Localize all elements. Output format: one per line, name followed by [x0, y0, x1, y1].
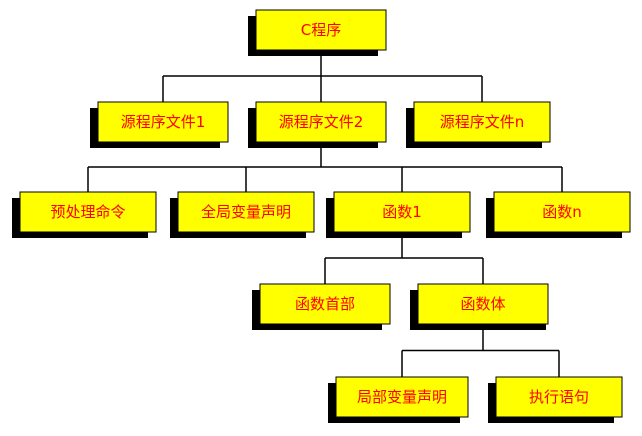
node-source-file-1: 源程序文件1	[90, 101, 229, 148]
node-preprocess: 预处理命令	[12, 191, 157, 238]
node-function-body-label: 函数体	[460, 295, 505, 313]
node-function-1: 函数1	[326, 191, 471, 238]
node-source-file-2-label: 源程序文件2	[279, 113, 364, 131]
node-function-header-label: 函数首部	[295, 295, 355, 313]
node-root-label: C程序	[301, 21, 341, 39]
node-global-declaration: 全局变量声明	[170, 191, 315, 238]
node-source-file-n: 源程序文件n	[406, 101, 551, 148]
node-exec-statement: 执行语句	[488, 376, 623, 423]
node-local-declaration: 局部变量声明	[328, 376, 469, 423]
node-global-declaration-label: 全局变量声明	[201, 203, 291, 221]
node-preprocess-label: 预处理命令	[50, 203, 125, 221]
node-function-n: 函数n	[486, 191, 631, 238]
node-source-file-2: 源程序文件2	[248, 101, 387, 148]
node-function-body: 函数体	[410, 283, 549, 330]
node-function-n-label: 函数n	[542, 203, 582, 221]
node-function-header: 函数首部	[252, 283, 391, 330]
node-local-declaration-label: 局部变量声明	[357, 388, 447, 406]
node-function-1-label: 函数1	[382, 203, 422, 221]
node-exec-statement-label: 执行语句	[529, 388, 589, 406]
node-source-file-n-label: 源程序文件n	[440, 113, 525, 131]
node-root: C程序	[248, 9, 387, 56]
node-source-file-1-label: 源程序文件1	[121, 113, 206, 131]
